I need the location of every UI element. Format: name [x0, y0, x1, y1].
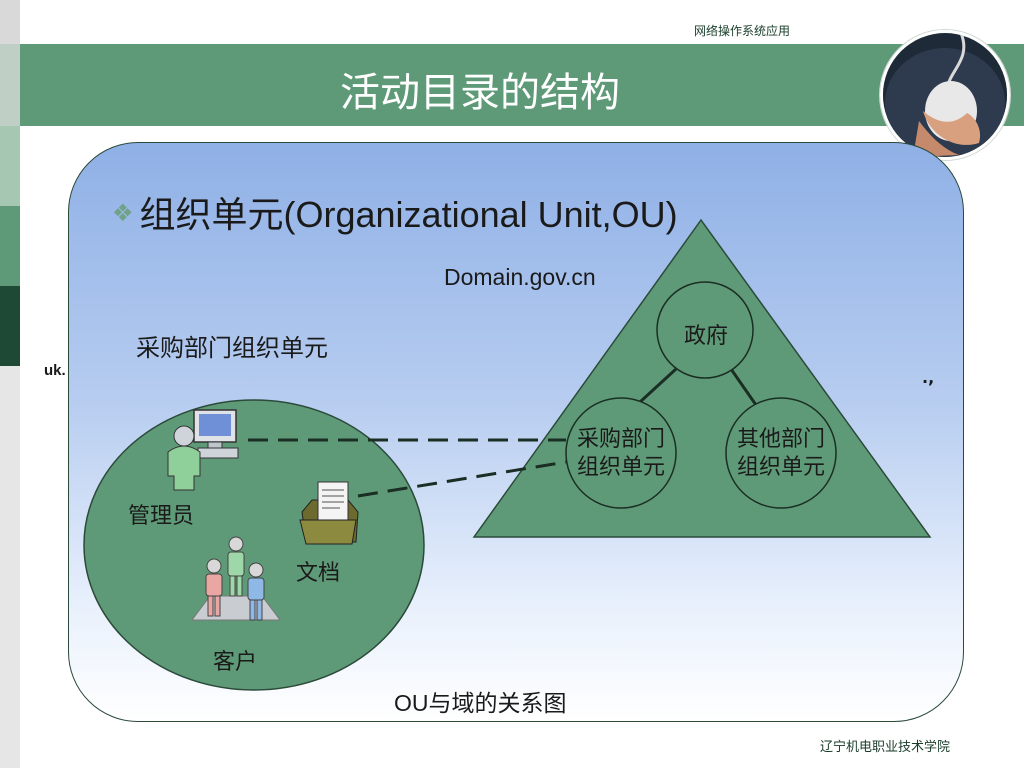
school-footer: 辽宁机电职业技术学院 [820, 740, 951, 755]
course-header: 网络操作系统应用 [694, 24, 791, 38]
stripe-1 [0, 0, 20, 44]
tree-left-label: 采购部门 组织单元 [566, 426, 676, 482]
tree-edge-left [638, 367, 678, 404]
customer-label: 客户 [213, 650, 258, 675]
left-fragment: uk. [44, 362, 66, 379]
tree-right-line2: 组织单元 [736, 455, 825, 480]
customer-group-icon [191, 536, 281, 621]
stripe-6 [0, 366, 20, 768]
page-title: 活动目录的结构 [340, 70, 620, 116]
ou-circle-label: 采购部门组织单元 [136, 334, 328, 362]
title-band [20, 44, 1024, 126]
diagram-caption: OU与域的关系图 [394, 690, 567, 716]
diamond-bullet-icon: ❖ [112, 199, 134, 227]
domain-label: Domain.gov.cn [444, 264, 596, 290]
stripe-5 [0, 286, 20, 366]
document-label: 文档 [296, 561, 341, 586]
admin-computer-icon [167, 409, 239, 491]
bullet-heading: ❖组织单元(Organizational Unit,OU) [112, 186, 678, 238]
dashed-link-document [357, 460, 567, 498]
bullet-text: 组织单元(Organizational Unit,OU) [139, 194, 678, 235]
admin-label: 管理员 [128, 504, 195, 529]
tree-right-label: 其他部门 组织单元 [726, 426, 836, 482]
tree-node-right [725, 397, 837, 509]
mouse-hand-photo [880, 30, 1010, 160]
stripe-2 [0, 44, 20, 126]
tree-root-label: 政府 [683, 324, 728, 349]
tree-left-line1: 采购部门 [576, 427, 665, 452]
tree-node-left [565, 397, 677, 509]
stripe-4 [0, 206, 20, 286]
document-folder-icon [299, 481, 359, 545]
tree-node-root [656, 281, 754, 379]
right-fragment: ., [922, 368, 935, 387]
tree-right-line1: 其他部门 [736, 427, 825, 452]
tree-edge-right [729, 368, 758, 406]
stripe-3 [0, 126, 20, 206]
tree-left-line2: 组织单元 [576, 455, 665, 480]
